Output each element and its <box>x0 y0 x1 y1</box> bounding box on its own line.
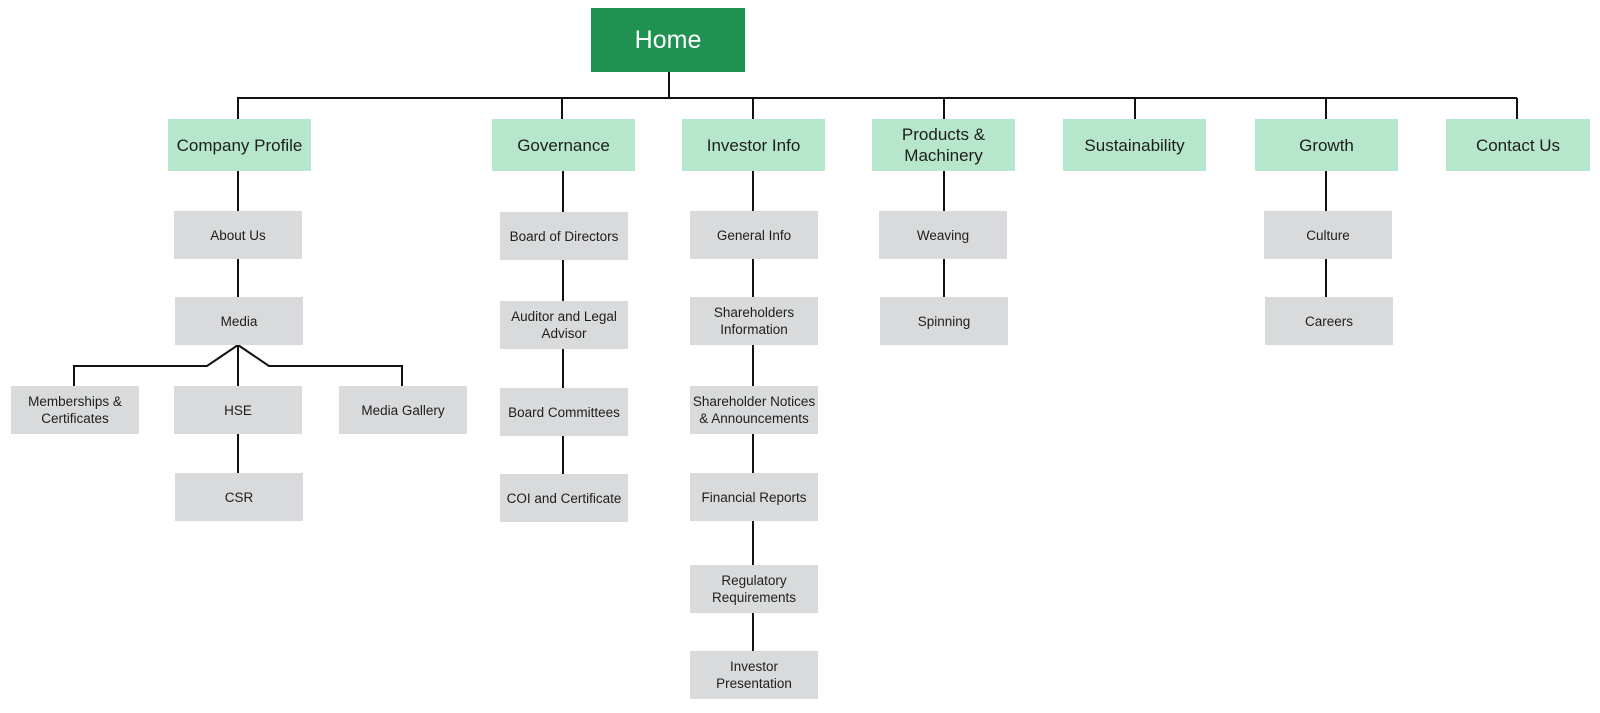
node-shareholders-information: Shareholders Information <box>690 297 818 345</box>
node-memberships-certificates: Memberships & Certificates <box>11 386 139 434</box>
node-coi-certificate: COI and Certificate <box>500 474 628 522</box>
node-spinning: Spinning <box>880 297 1008 345</box>
node-board-of-directors: Board of Directors <box>500 212 628 260</box>
node-products-machinery: Products & Machinery <box>872 119 1015 171</box>
node-financial-reports: Financial Reports <box>690 473 818 521</box>
node-csr: CSR <box>175 473 303 521</box>
node-growth: Growth <box>1255 119 1398 171</box>
node-careers: Careers <box>1265 297 1393 345</box>
node-media-gallery: Media Gallery <box>339 386 467 434</box>
node-auditor-legal-advisor: Auditor and Legal Advisor <box>500 301 628 349</box>
node-media: Media <box>175 297 303 345</box>
node-board-committees: Board Committees <box>500 388 628 436</box>
node-contact-us: Contact Us <box>1446 119 1590 171</box>
node-hse: HSE <box>174 386 302 434</box>
node-culture: Culture <box>1264 211 1392 259</box>
node-home: Home <box>591 8 745 72</box>
node-investor-info: Investor Info <box>682 119 825 171</box>
node-regulatory-requirements: Regulatory Requirements <box>690 565 818 613</box>
node-shareholder-notices: Shareholder Notices & Announcements <box>690 386 818 434</box>
node-sustainability: Sustainability <box>1063 119 1206 171</box>
node-general-info: General Info <box>690 211 818 259</box>
node-company-profile: Company Profile <box>168 119 311 171</box>
node-investor-presentation: Investor Presentation <box>690 651 818 699</box>
connector-line <box>73 343 403 386</box>
node-weaving: Weaving <box>879 211 1007 259</box>
node-about-us: About Us <box>174 211 302 259</box>
node-governance: Governance <box>492 119 635 171</box>
